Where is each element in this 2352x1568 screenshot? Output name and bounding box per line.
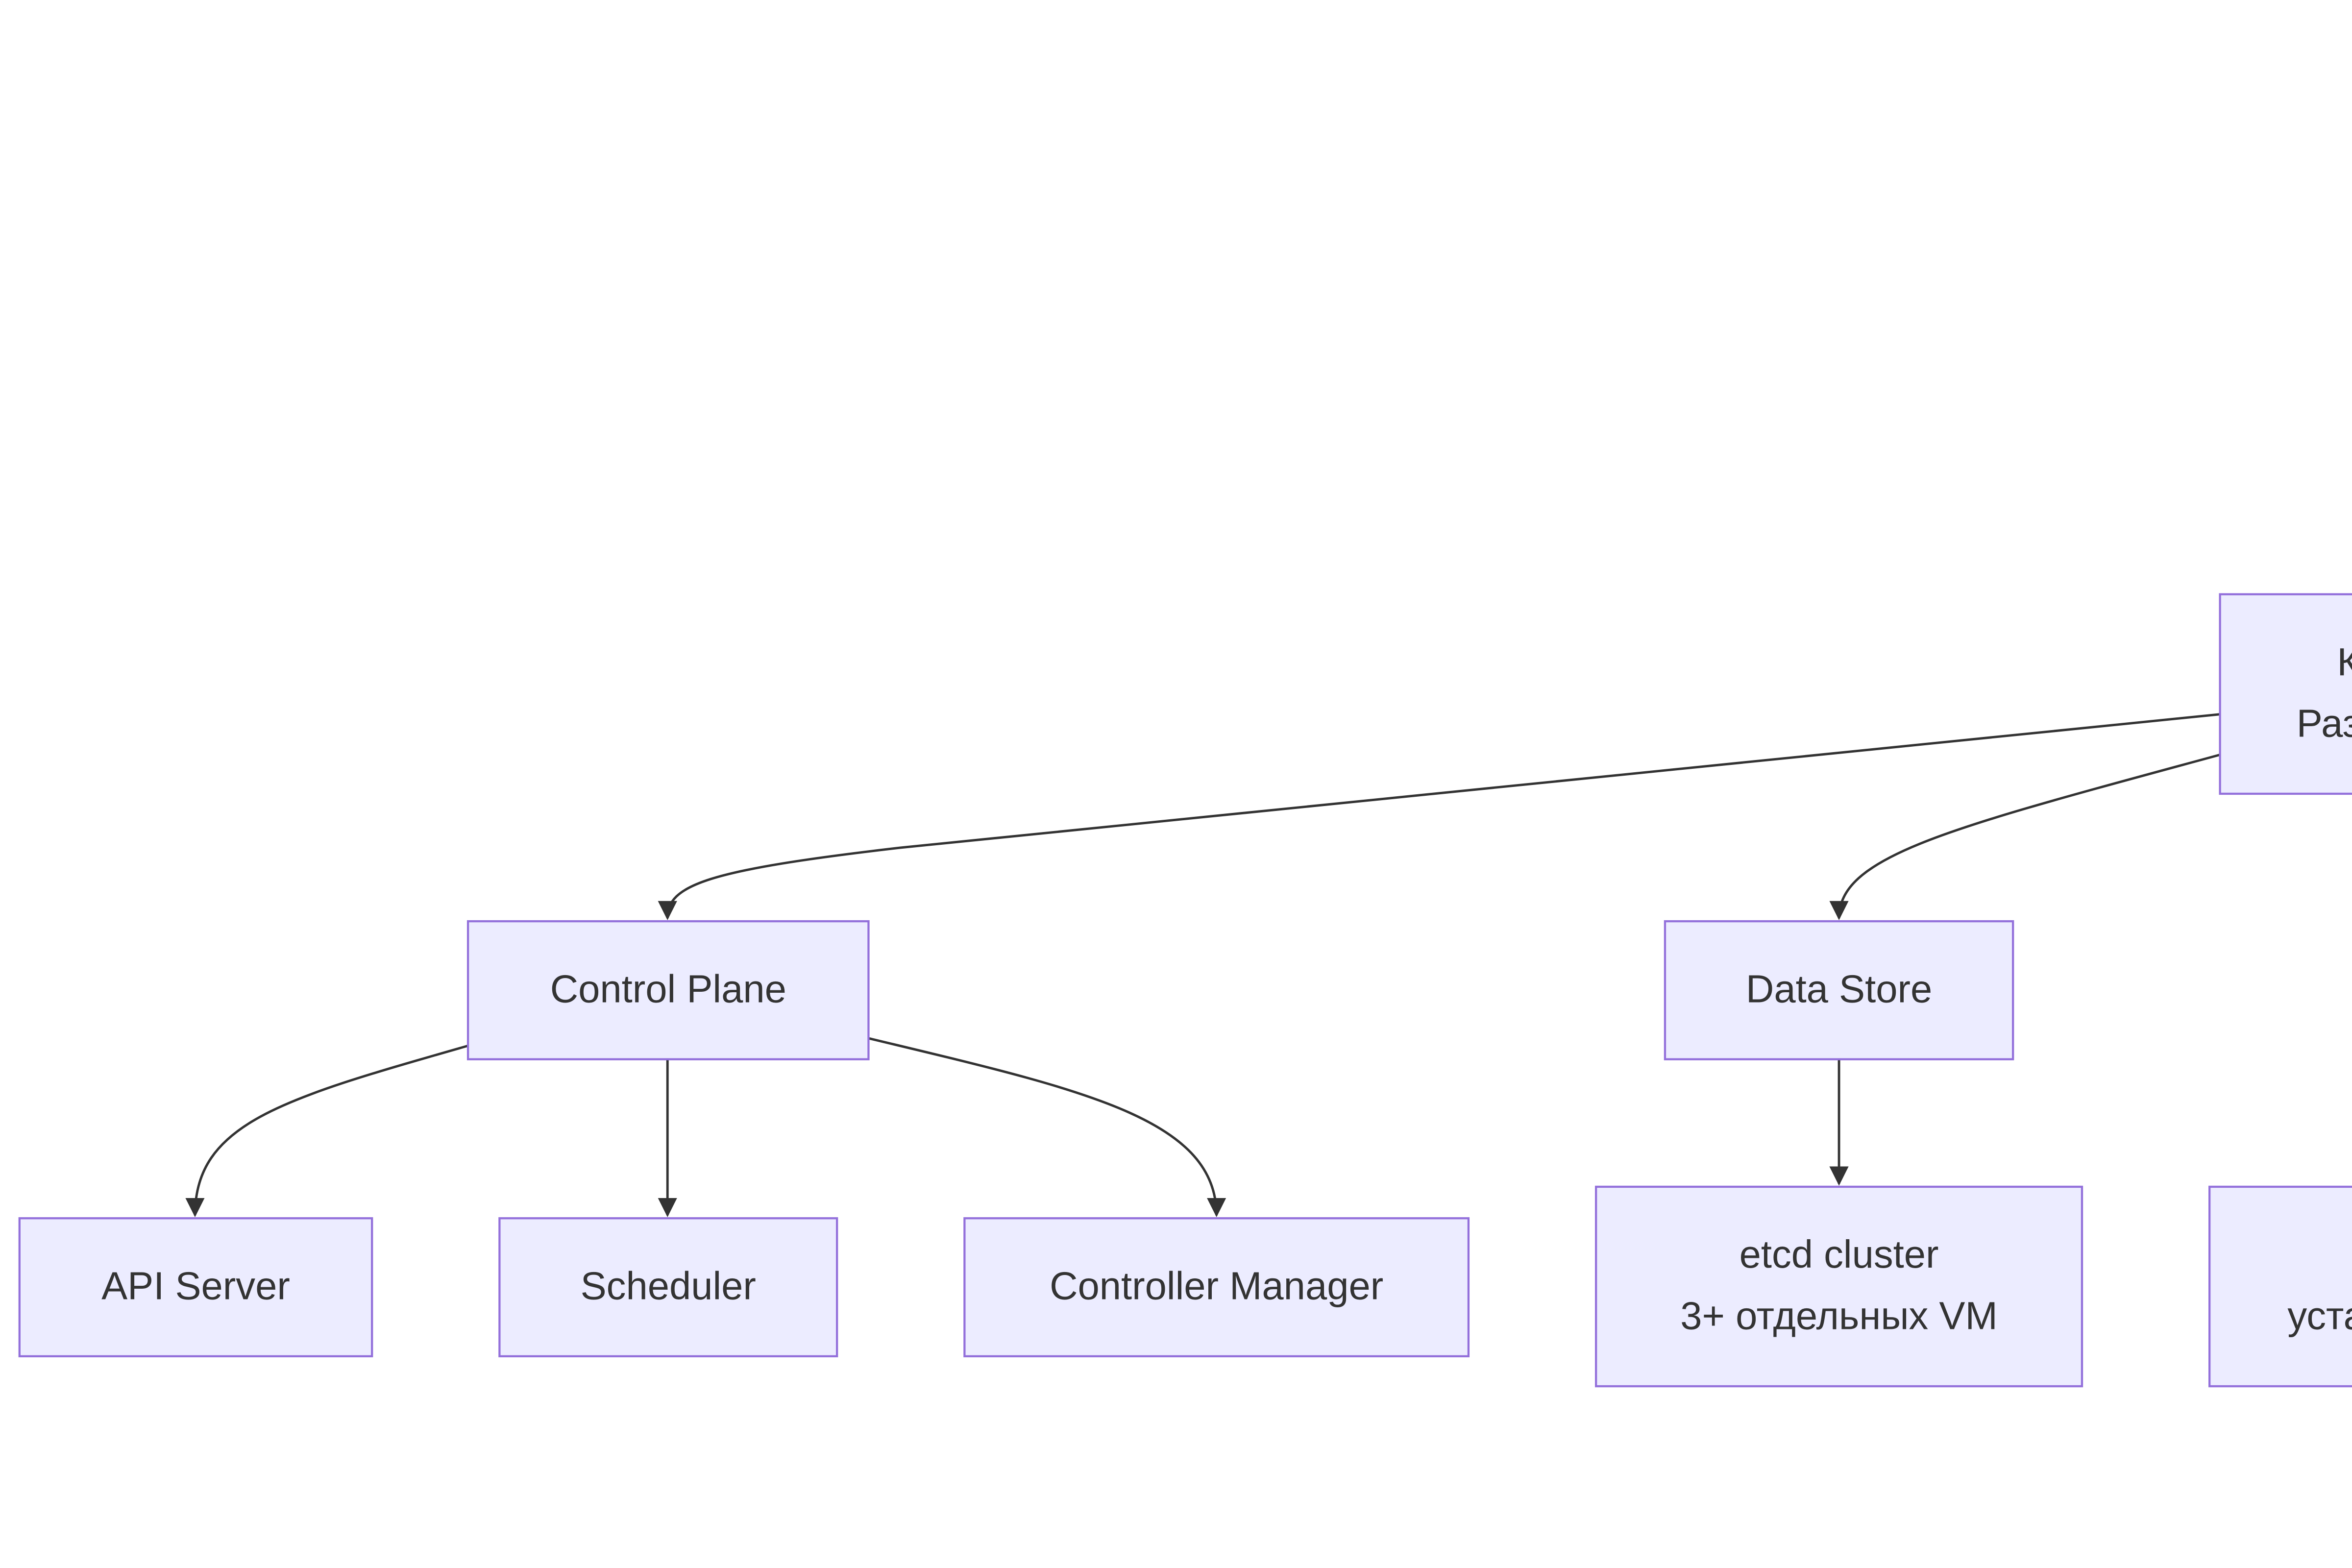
node-root: К Раз [2219,593,2352,795]
node-scheduler: Scheduler [498,1217,838,1357]
edge-control-plane-api-server [185,1044,468,1218]
node-etcd-line2: 3+ отдельных VM [1680,1294,1998,1338]
edge-control-plane-controller-manager [868,1037,1226,1218]
node-root-line1: К [2337,640,2352,684]
node-controller-manager-label: Controller Manager [1050,1264,1383,1308]
node-control-plane-label: Control Plane [550,967,786,1010]
node-root-line2: Раз [2297,702,2352,745]
node-etcd-line1: etcd cluster [1740,1232,1939,1276]
node-data-store: Data Store [1664,920,2014,1060]
node-scheduler-label: Scheduler [581,1264,756,1308]
node-etcd: etcd cluster 3+ отдельных VM [1595,1185,2083,1388]
edge-root-data-store [1829,753,2221,920]
node-right-bottom-line2: уста [2287,1294,2352,1338]
node-controller-manager: Controller Manager [963,1217,1470,1357]
node-data-store-label: Data Store [1746,967,1932,1010]
node-api-server-label: API Server [101,1264,290,1308]
node-api-server: API Server [18,1217,373,1357]
node-control-plane: Control Plane [466,920,870,1060]
node-right-bottom: уста [2208,1185,2352,1388]
edge-root-control-plane [658,713,2220,920]
